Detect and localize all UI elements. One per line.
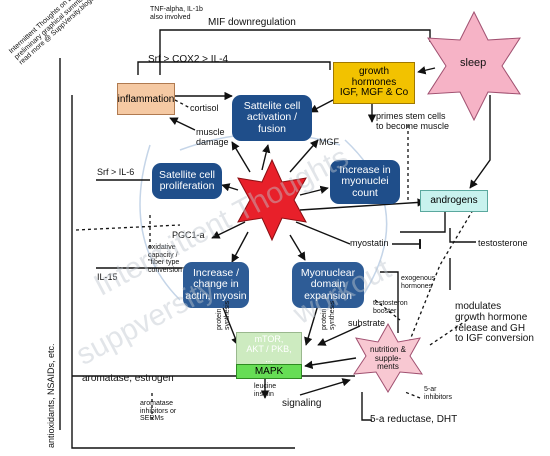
mapk-node: MAPK	[236, 364, 302, 379]
connector-frame-left	[71, 95, 295, 449]
connector-star-to-activation	[261, 144, 271, 171]
androgens-node: androgens	[420, 190, 488, 212]
connector-star-to-proliferation	[221, 183, 239, 192]
connector-gh-to-activation	[309, 99, 334, 113]
connector-star-myostatin	[295, 221, 351, 245]
srf-cox2-label: Srf > COX2 > IL-4	[148, 54, 229, 65]
mtor-node: mTOR, AKT / PKB, ...	[236, 332, 302, 368]
five-ar-label: 5-ar inhibitors	[424, 386, 453, 401]
connector-mif	[159, 29, 431, 75]
connector-reductase	[361, 392, 372, 421]
inflammation-node: inflammation	[117, 83, 175, 115]
muscle-damage-label: muscle damage	[196, 127, 229, 147]
connector-star-to-damage	[231, 141, 251, 173]
connector-domain-to-mtor	[304, 304, 319, 346]
connector-substrate	[317, 325, 361, 346]
srf-il6-label: Srf > IL-6	[97, 167, 135, 177]
substrate-label: substrate	[348, 318, 386, 328]
satellite-proliferation-node: Satellite cell proliferation	[152, 163, 222, 199]
connector-nutrition-to-mapk	[304, 357, 357, 369]
connector-star-to-actin	[231, 231, 249, 263]
center-star	[237, 158, 307, 242]
connector-testosterone	[449, 228, 476, 243]
exogenous-label: exogenous hormones	[401, 275, 436, 290]
satellite-activation-node: Sattelite cell activation / fusion	[232, 95, 312, 141]
dashed-nutrition-modulates	[429, 317, 471, 346]
actin-myosin-node: Increase / change in actin, myosin	[183, 262, 249, 308]
connector-star-to-domain	[289, 234, 306, 261]
pgc-label: PGC1-a	[172, 230, 205, 240]
connector-signaling	[299, 378, 351, 396]
leucine-label: leucine insulin	[254, 383, 277, 398]
oxidative-label: oxidative capacity / "fiber type convers…	[148, 244, 185, 274]
mgf-label: MGF	[319, 137, 339, 147]
connector-star-to-myonuclei	[299, 185, 329, 196]
nutrition-star	[353, 322, 423, 393]
connector-star-to-mgf	[289, 139, 319, 173]
myostatin-label: myostatin	[350, 238, 389, 248]
reductase-label: 5-a reductase, DHT	[370, 414, 458, 425]
dashed-booster	[374, 299, 401, 321]
growth-hormones-node: growth hormones IGF, MGF & Co	[333, 62, 415, 104]
nutrition-label: nutrition & supple- ments	[370, 345, 407, 372]
connector-star-to-androgens	[299, 198, 426, 211]
sleep-label: sleep	[460, 57, 487, 69]
connector-sleep-to-androgens	[469, 95, 491, 189]
dashed-cortisol	[174, 99, 191, 109]
signaling-label: signaling	[282, 398, 322, 409]
connector-actin-to-mtor	[221, 304, 240, 346]
cortisol-label: cortisol	[190, 103, 219, 113]
primes-label: primes stem cells to become muscle	[376, 111, 450, 131]
connector-cox2	[137, 61, 331, 75]
dashed-left-pgc	[75, 224, 181, 231]
myonuclei-node: Increase in myonuclei count	[330, 160, 400, 204]
modulates-label: modulates growth hormone release and GH …	[455, 301, 534, 345]
mif-label: MIF downregulation	[208, 17, 296, 28]
connector-sleep-to-gh	[417, 66, 436, 75]
tnf-note: TNF-alpha, IL-1b also involved	[150, 6, 203, 21]
myonuclear-domain-node: Myonuclear domain expansion	[292, 262, 364, 308]
protein-synthesis-left-label: protein synthesis	[216, 300, 231, 330]
connector-star-to-pgc	[211, 221, 246, 239]
antioxidants-label: antioxidants, NSAIDs, etc.	[46, 343, 56, 448]
aromatase-inhibitors-label: aromatase inhibitors or SERMs	[140, 400, 177, 423]
dashed-connectors	[75, 99, 477, 420]
dashed-five-ar	[404, 391, 421, 399]
booster-label: testosteron booster	[373, 300, 408, 315]
testosterone-label: testosterone	[478, 238, 528, 248]
aromatase-label: aromatase, estrogen	[82, 373, 174, 384]
il15-label: IL-15	[97, 272, 118, 282]
connector-androgens-down	[400, 212, 446, 233]
sleep-star	[427, 10, 521, 122]
connector-damage-to-inflammation	[169, 117, 196, 131]
connector-nutrition-up	[380, 271, 399, 333]
